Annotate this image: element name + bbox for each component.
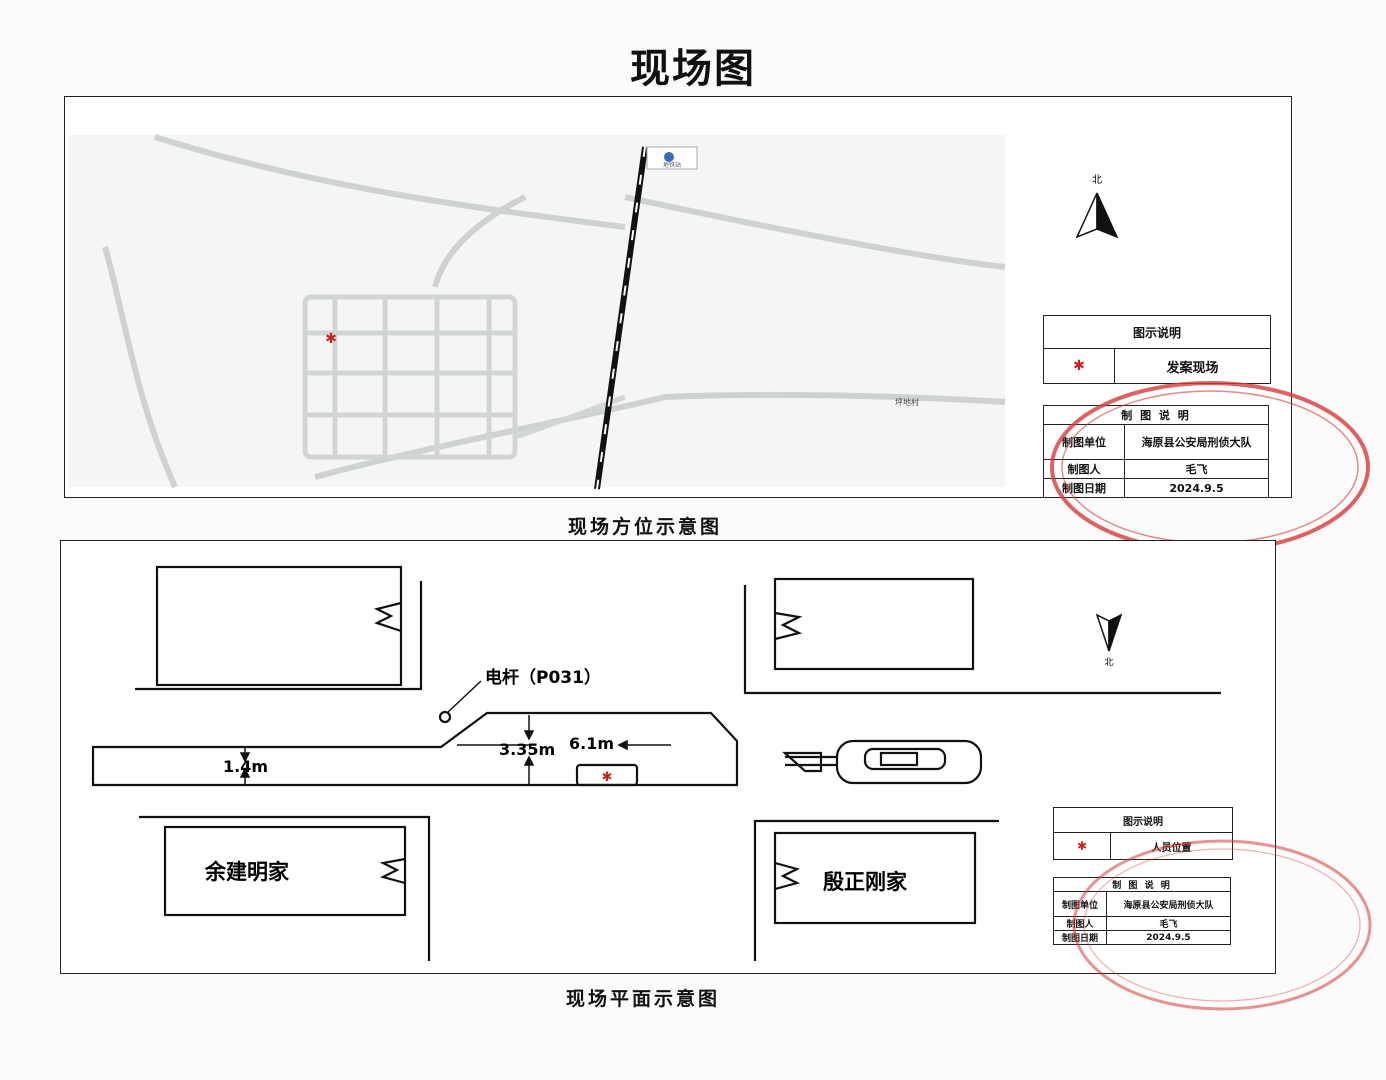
legend-item-label: 发案现场 — [1114, 348, 1271, 384]
wall-top-right — [743, 585, 1221, 695]
info-unit-label: 制图单位 — [1043, 424, 1125, 460]
person-marker: ✱ — [602, 770, 613, 785]
legend-header: 图示说明 — [1043, 315, 1271, 349]
village-label: 坪地村 — [895, 397, 919, 407]
dim-distance-label: 6.1m — [569, 734, 614, 753]
wall-top-left — [135, 581, 423, 691]
wall-bottom-left — [139, 815, 431, 961]
north-arrow-icon — [1095, 613, 1123, 652]
dim-width-label: 1.4m — [223, 757, 268, 776]
bottom-caption: 现场平面示意图 — [566, 988, 721, 1010]
info-maker-value: 毛飞 — [1106, 916, 1231, 931]
info-date-label: 制图日期 — [1053, 930, 1107, 945]
info-header: 制 图 说 明 — [1043, 405, 1269, 425]
north-arrow-icon — [1075, 192, 1119, 239]
house-top-right — [773, 577, 975, 671]
legend-marker: ✱ — [1043, 348, 1115, 384]
dimension-arrows — [239, 715, 671, 785]
bottom-legend: 图示说明 ✱ 人员位置 — [1053, 807, 1233, 860]
top-caption: 现场方位示意图 — [568, 516, 723, 538]
bottom-info-table: 制 图 说 明 制图单位 海原县公安局刑侦大队 制图人 毛飞 制图日期 2024… — [1053, 877, 1231, 945]
scene-marker: ✱ — [325, 331, 337, 347]
info-maker-label: 制图人 — [1053, 916, 1107, 931]
dim-offset-label: 3.35m — [499, 740, 555, 759]
village-grid — [302, 294, 626, 460]
site-plan-panel: 电杆（P031） 1.4m 3.35m 6.1m ✱ 余建明家 殷正刚家 北 图… — [60, 540, 1276, 974]
info-maker-label: 制图人 — [1043, 459, 1125, 479]
wall-bottom-right — [753, 819, 999, 961]
pole-label: 电杆（P031） — [485, 667, 601, 688]
info-maker-value: 毛飞 — [1124, 459, 1269, 479]
legend-marker: ✱ — [1053, 832, 1111, 860]
house-bottom-left — [163, 825, 407, 917]
station-icon — [646, 146, 698, 170]
page-title: 现场图 — [630, 46, 756, 92]
location-map: 地铁站 坪地村 ✱ 北 — [69, 134, 1119, 490]
info-unit-label: 制图单位 — [1053, 891, 1107, 917]
house-bottom-right — [773, 831, 977, 925]
top-info-table: 制 图 说 明 制图单位 海原县公安局刑侦大队 制图人 毛飞 制图日期 2024… — [1043, 405, 1269, 498]
info-header: 制 图 说 明 — [1053, 877, 1231, 892]
house-left-label: 余建明家 — [204, 860, 290, 884]
utility-pole-icon — [438, 710, 452, 724]
person-position-box — [575, 763, 639, 787]
station-label: 地铁站 — [663, 161, 681, 169]
info-date-value: 2024.9.5 — [1106, 930, 1231, 945]
vehicle-outline — [782, 739, 983, 785]
legend-item-label: 人员位置 — [1110, 832, 1233, 860]
info-unit-value: 海原县公安局刑侦大队 — [1106, 891, 1231, 917]
house-top-left — [155, 565, 403, 687]
top-legend: 图示说明 ✱ 发案现场 — [1043, 315, 1271, 384]
north-label: 北 — [1104, 657, 1113, 668]
location-map-panel: 地铁站 坪地村 ✱ 北 图示说明 ✱ 发案现场 制 图 说 明 制图单位 海原县… — [64, 96, 1292, 498]
info-unit-value: 海原县公安局刑侦大队 — [1124, 424, 1269, 460]
info-date-label: 制图日期 — [1043, 478, 1125, 498]
info-date-value: 2024.9.5 — [1124, 478, 1269, 498]
site-plan: 电杆（P031） 1.4m 3.35m 6.1m ✱ 余建明家 殷正刚家 北 — [91, 565, 1221, 961]
map-roads — [102, 134, 1006, 489]
legend-header: 图示说明 — [1053, 807, 1233, 833]
north-label: 北 — [1092, 174, 1102, 186]
road-channel — [91, 711, 739, 787]
house-right-label: 殷正刚家 — [823, 870, 908, 894]
